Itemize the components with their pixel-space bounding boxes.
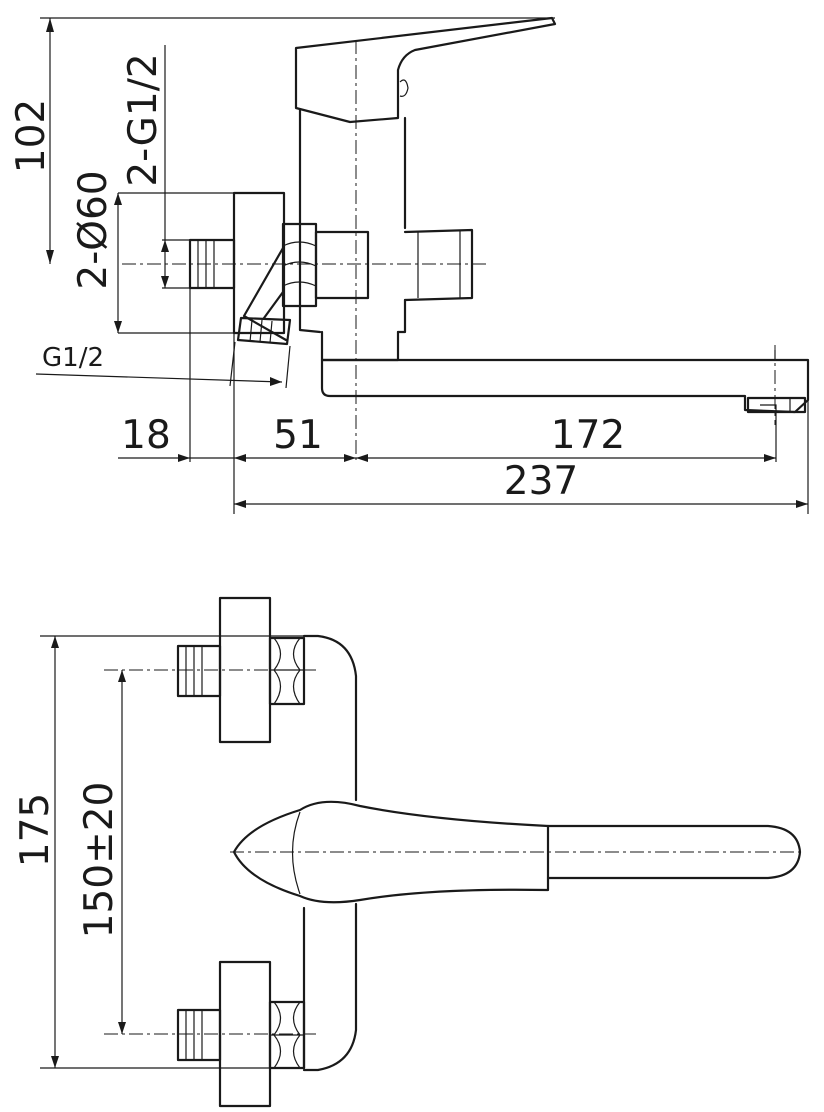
dim-phi60-label: 2-Ø60 [71,170,116,289]
dim-51-label: 51 [273,413,323,458]
handle-lever [294,16,557,124]
connector-block [314,230,370,300]
mixer-body [298,108,407,334]
mixer-body-top [302,634,358,1072]
dim-outlet-thread-label: G1/2 [42,343,104,373]
wall-flange-side [232,191,286,335]
dim-g12-label: 2-G1/2 [121,53,166,186]
eccentric-pipe [242,246,288,342]
inlet-thread [188,238,236,290]
inlet-thread-bottom [176,1008,222,1062]
cartridge-nut [403,228,474,302]
top-view: 175 150±20 [13,596,805,1108]
spout [320,358,810,414]
dim-172-label: 172 [551,413,625,458]
hex-nut-top [268,636,306,706]
inlet-thread-top [176,644,222,698]
dim-175-label: 175 [13,793,58,867]
dim-102-label: 102 [9,99,54,173]
dim-150-label: 150±20 [77,782,122,939]
dim-18-label: 18 [121,413,171,458]
dim-237-label: 237 [504,459,578,504]
side-view: 102 2-G1/2 2-Ø60 G1/2 18 51 [9,16,810,514]
